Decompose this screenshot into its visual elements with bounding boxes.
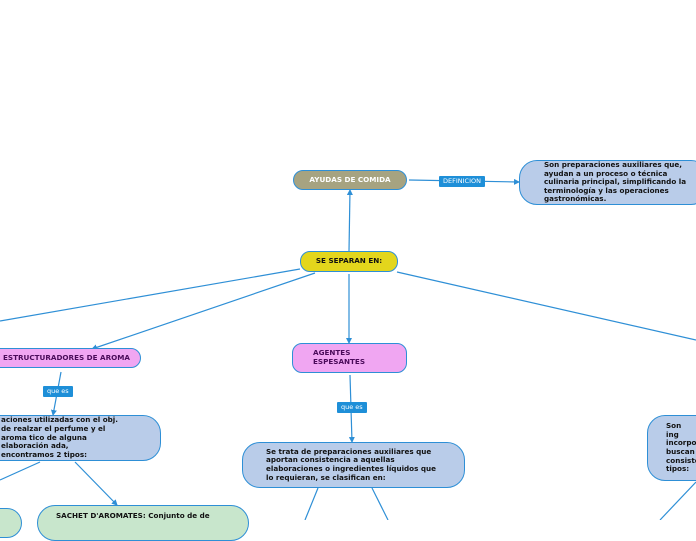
root-node-label: AYUDAS DE COMIDA — [309, 174, 391, 184]
label-definicion: DEFINICION — [439, 176, 485, 187]
definition-text: Son preparaciones auxiliares que, ayudan… — [544, 159, 687, 204]
label-que-es-aroma: que es — [43, 386, 73, 397]
sachet-node[interactable]: SACHET D'AROMATES: Conjunto de de — [37, 505, 249, 541]
link-aroma-left-child — [0, 461, 41, 481]
label-que-es-espesantes: que es — [337, 402, 367, 413]
espesantes-node[interactable]: AGENTES ESPESANTES — [292, 343, 407, 373]
sachet-text: SACHET D'AROMATES: Conjunto de de — [56, 511, 210, 520]
link-hub-aroma — [91, 272, 316, 351]
espesantes-description-node[interactable]: Se trata de preparaciones auxiliares que… — [242, 442, 465, 488]
aroma-description-text: aciones utilizadas con el obj. de realza… — [1, 415, 118, 459]
hub-node-se-separan-en[interactable]: SE SEPARAN EN: — [300, 251, 398, 272]
espesantes-description-text: Se trata de preparaciones auxiliares que… — [266, 446, 437, 482]
link-espesantes-desc-right — [371, 487, 389, 520]
root-node-ayudas-de-comida[interactable]: AYUDAS DE COMIDA — [293, 170, 407, 190]
right-description-node[interactable]: Son ing incorpo buscan consiste tipos: — [647, 415, 696, 481]
link-hub-root — [346, 189, 353, 252]
link-aroma-sachet — [74, 461, 118, 506]
connector-lines — [0, 178, 696, 520]
right-description-text: Son ing incorpo buscan consiste tipos: — [666, 421, 696, 474]
aroma-node[interactable]: ESTRUCTURADORES DE AROMA — [0, 348, 141, 368]
link-hub-right-offscreen — [396, 271, 696, 341]
espesantes-node-label: AGENTES ESPESANTES — [313, 348, 366, 366]
link-espesantes-desc-left — [304, 487, 319, 520]
aroma-node-label: ESTRUCTURADORES DE AROMA — [3, 352, 130, 362]
link-hub-left-offscreen — [0, 268, 301, 322]
hub-node-label: SE SEPARAN EN: — [315, 256, 383, 266]
link-right-desc-down — [659, 481, 696, 520]
definition-node[interactable]: Son preparaciones auxiliares que, ayudan… — [519, 160, 696, 205]
aroma-description-node[interactable]: aciones utilizadas con el obj. de realza… — [0, 415, 161, 461]
